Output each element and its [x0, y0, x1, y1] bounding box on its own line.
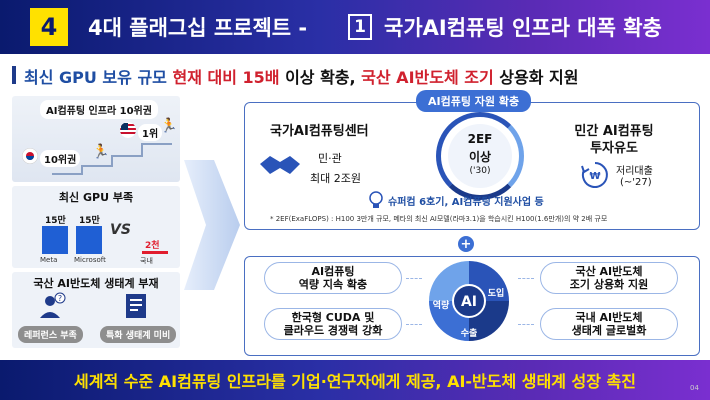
connector-line: [406, 324, 422, 325]
gpu-bar-value: 2천: [145, 241, 160, 251]
cycle-capability-label: 역량: [433, 299, 450, 311]
kr-flag-icon: [22, 148, 38, 164]
goal-3-line-1: 국산 AI반도체: [575, 264, 643, 278]
tag-eco-shortage: 특화 생태계 미비: [100, 326, 177, 343]
goal-compute-expansion: AI컴퓨팅 역량 지속 확충: [264, 262, 402, 294]
page-title: 4대 플래그십 프로젝트 -: [88, 16, 308, 40]
us-rank: 1위: [138, 124, 163, 141]
tag-reference-shortage: 레퍼런스 부족: [18, 326, 83, 343]
center-budget: 최대 2조원: [310, 172, 361, 185]
goal-eco-globalization: 국내 AI반도체 생태계 글로벌화: [540, 308, 678, 340]
goal-chip-commercialization: 국산 AI반도체 조기 상용화 지원: [540, 262, 678, 294]
gpu-bar-value: 15만: [45, 216, 66, 226]
infra-rank-card: AI컴퓨팅 인프라 10위권 1위 🏃 10위권 🏃: [12, 96, 180, 182]
eco-absence-card: 국산 AI반도체 생태계 부재 ? 레퍼런스 부족 특화 생태계 미비: [12, 272, 180, 348]
runner-icon: 🏃: [160, 118, 178, 134]
project-number-badge: 4: [30, 8, 68, 46]
summary-part1: 최신 GPU 보유 규모: [24, 68, 167, 87]
plus-icon: +: [458, 236, 474, 252]
capacity-qualifier: 이상: [468, 150, 492, 164]
gpu-bar-label: Microsoft: [74, 256, 106, 264]
capacity-year: ('30): [469, 166, 491, 176]
gpu-bar: [76, 226, 102, 254]
summary-line: 최신 GPU 보유 규모 현재 대비 15배 이상 확충, 국산 AI반도체 조…: [24, 64, 578, 88]
summary-part2: 현재 대비 15배: [172, 68, 280, 87]
gpu-bar-label: 국내: [140, 257, 153, 265]
document-icon: [126, 294, 146, 318]
summary-bar: [12, 66, 16, 84]
goal-2-line-1: 한국형 CUDA 및: [291, 310, 375, 324]
gpu-bar: [42, 226, 68, 254]
gpu-bar-value: 15만: [79, 216, 100, 226]
lightbulb-icon: [369, 191, 383, 208]
supercomputer-note: 슈퍼컴 6호기, AI컴퓨팅 지원사업 등: [388, 197, 544, 208]
svg-text:?: ?: [58, 294, 62, 303]
capacity-ring-inner: [448, 124, 512, 188]
low-interest-loan-icon: ₩: [581, 162, 608, 188]
gpu-shortage-title: 최신 GPU 부족: [58, 191, 134, 204]
transition-arrow-icon: [184, 160, 240, 290]
goal-4-line-2: 생태계 글로벌화: [571, 324, 647, 337]
connector-line: [518, 278, 534, 279]
infra-rank-title: AI컴퓨팅 인프라 10위권: [40, 100, 158, 119]
vs-label: VS: [110, 222, 131, 238]
summary-part4: 국산 AI반도체 조기: [361, 68, 494, 87]
bottom-banner: [0, 360, 710, 400]
goal-2-line-2: 클라우드 경쟁력 강화: [283, 324, 383, 337]
svg-text:₩: ₩: [589, 171, 600, 182]
eco-absence-title: 국산 AI반도체 생태계 부재: [33, 277, 159, 290]
gpu-bar: [142, 251, 168, 254]
private-invest-title-2: 투자유도: [590, 141, 638, 156]
runner-icon: 🏃: [92, 144, 110, 160]
us-flag-icon: [120, 122, 136, 138]
goal-cuda-cloud: 한국형 CUDA 및 클라우드 경쟁력 강화: [264, 308, 402, 340]
goal-4-line-1: 국내 AI반도체: [575, 310, 643, 324]
summary-part5: 상용화 지원: [499, 68, 579, 87]
stairs-icon: [52, 143, 172, 175]
connector-line: [406, 278, 422, 279]
private-invest-title: 민간 AI컴퓨팅: [574, 124, 654, 139]
national-center-title: 국가AI컴퓨팅센터: [270, 124, 369, 139]
exaflops-footnote: * 2EF(ExaFLOPS) : H100 3만개 규모, 메타의 최신 AI…: [270, 215, 608, 223]
loan-period: (~'27): [620, 177, 652, 188]
handshake-icon: [260, 156, 300, 174]
loan-label: 저리대출: [616, 166, 653, 177]
connector-line: [518, 324, 534, 325]
person-question-icon: ?: [40, 292, 66, 318]
goal-1-line-1: AI컴퓨팅: [311, 264, 355, 278]
goal-1-line-2: 역량 지속 확충: [298, 278, 368, 291]
capacity-value: 2EF: [467, 132, 493, 146]
subproject-number-badge: 1: [348, 14, 372, 40]
ai-cycle-diagram: AI 역량 도입 수출: [429, 261, 509, 341]
summary-part3: 이상 확충,: [285, 68, 356, 87]
gpu-bar-label: Meta: [40, 256, 58, 264]
compute-expansion-pill: AI컴퓨팅 자원 확충: [416, 90, 532, 112]
cycle-export-label: 수출: [461, 327, 478, 339]
header-banner: [0, 0, 710, 54]
cycle-adopt-label: 도입: [488, 287, 505, 299]
page-subtitle: 국가AI컴퓨팅 인프라 대폭 확충: [384, 16, 662, 40]
kr-rank: 10위권: [40, 150, 81, 167]
center-partner: 민·관: [318, 152, 342, 165]
page-number: 04: [690, 384, 699, 392]
bottom-banner-text: 세계적 수준 AI컴퓨팅 인프라를 기업·연구자에게 제공, AI-반도체 생태…: [74, 372, 636, 391]
goal-3-line-2: 조기 상용화 지원: [569, 278, 649, 291]
cycle-center-label: AI: [461, 294, 477, 310]
